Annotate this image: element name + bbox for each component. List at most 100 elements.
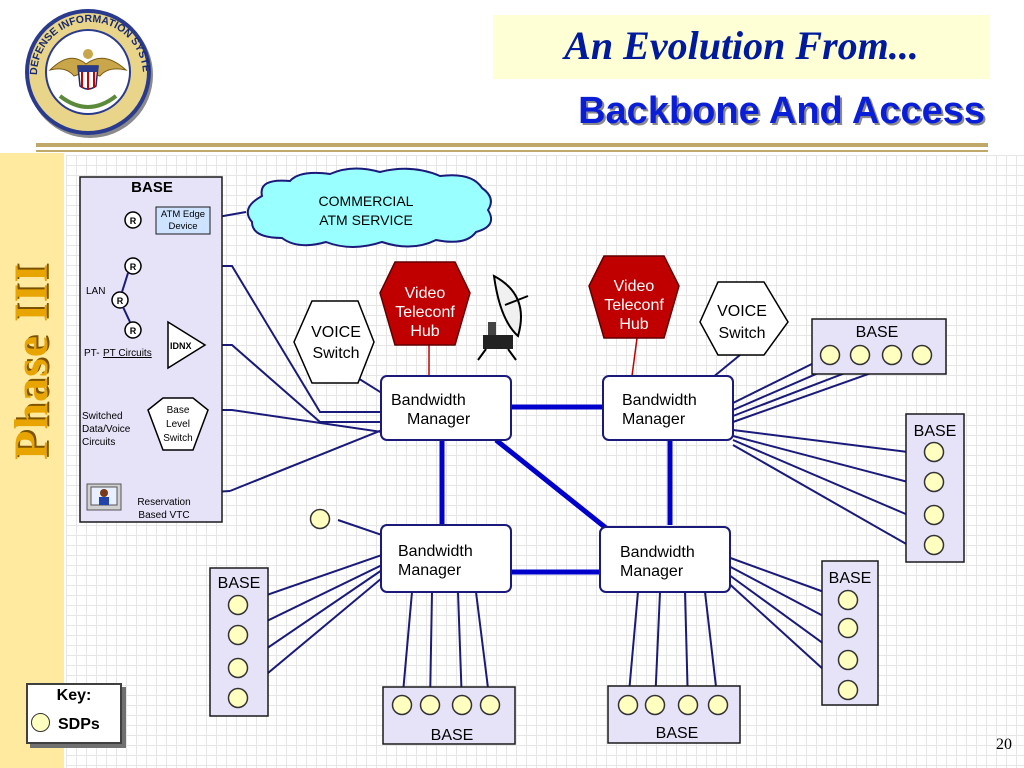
svg-text:Bandwidth: Bandwidth	[622, 392, 697, 409]
key-title: Key:	[56, 687, 92, 704]
commercial-atm-cloud: COMMERCIAL ATM SERVICE	[246, 167, 492, 248]
reservation-vtc-label-2: Based VTC	[138, 510, 189, 521]
switched-circuits-label-1: Switched	[82, 411, 123, 422]
video-conference-icon	[86, 483, 122, 511]
left-base-title: BASE	[131, 179, 173, 196]
bandwidth-manager-4: Bandwidth Manager	[599, 526, 731, 593]
sdp-circle-icon	[923, 471, 945, 493]
sdp-circle-icon	[837, 679, 859, 701]
sdp-circle-icon	[479, 694, 501, 716]
router-icon: R	[124, 321, 142, 339]
satellite-dish-icon	[477, 274, 529, 361]
video-teleconf-hub-right: Video Teleconf Hub	[588, 255, 680, 339]
atm-edge-device-label-1: ATM Edge	[161, 209, 205, 220]
base-level-switch-label-1: Base	[167, 405, 190, 416]
key-label: SDPs	[58, 716, 100, 733]
video-teleconf-hub-left: Video Teleconf Hub	[379, 261, 471, 346]
router-icon: R	[111, 291, 129, 309]
title-rule-top	[36, 143, 988, 147]
title-line-1: An Evolution From...	[564, 23, 919, 68]
voice-switch-right: VOICE Switch	[699, 281, 789, 356]
svg-text:BASE: BASE	[914, 423, 957, 440]
sdp-circle-icon	[911, 344, 933, 366]
sdp-circle-icon	[391, 694, 413, 716]
title-line-2: Backbone And Access	[578, 90, 985, 132]
sdp-circle-icon	[923, 504, 945, 526]
svg-text:Hub: Hub	[619, 316, 648, 333]
page-number: 20	[996, 736, 1012, 753]
sdp-circle-icon	[309, 508, 331, 530]
svg-text:Hub: Hub	[410, 323, 439, 340]
sdp-circle-icon	[837, 649, 859, 671]
svg-text:R: R	[117, 296, 124, 306]
bandwidth-manager-1: Bandwidth Manager	[380, 375, 512, 441]
bandwidth-manager-3: Bandwidth Manager	[380, 524, 512, 593]
sdp-circle-icon	[419, 694, 441, 716]
svg-text:Video: Video	[405, 285, 446, 302]
base-level-switch-label-3: Switch	[163, 433, 192, 444]
svg-text:Bandwidth: Bandwidth	[398, 543, 473, 560]
lan-label: LAN	[86, 286, 105, 297]
cloud-label-2: ATM SERVICE	[319, 212, 413, 228]
svg-text:R: R	[130, 326, 137, 336]
sdp-circle-icon	[227, 594, 249, 616]
svg-text:Manager: Manager	[407, 411, 471, 428]
sdp-circle-icon	[923, 534, 945, 556]
switched-circuits-label-3: Circuits	[82, 437, 115, 448]
switched-circuits-label-2: Data/Voice	[82, 424, 131, 435]
router-icon: R	[124, 211, 142, 229]
svg-text:BASE: BASE	[218, 575, 261, 592]
title-box	[493, 15, 990, 79]
sdp-circle-icon	[707, 694, 729, 716]
left-base: BASE ATM Edge Device R R R R LAN IDNX PT…	[79, 176, 223, 523]
svg-text:Switch: Switch	[718, 325, 765, 342]
sdp-circle-icon	[644, 694, 666, 716]
hub-link-right	[631, 337, 638, 377]
svg-text:Manager: Manager	[622, 411, 686, 428]
svg-text:BASE: BASE	[856, 324, 899, 341]
router-icon: R	[124, 257, 142, 275]
base-level-switch-label-2: Level	[166, 419, 190, 430]
sdp-circle-icon	[677, 694, 699, 716]
sdp-circle-icon	[227, 624, 249, 646]
svg-text:Bandwidth: Bandwidth	[391, 392, 466, 409]
sdp-circle-icon	[837, 589, 859, 611]
svg-text:Video: Video	[614, 278, 655, 295]
voice-switch-left: VOICE Switch	[293, 300, 375, 384]
title-rule-bottom	[36, 150, 988, 152]
sdp-circle-icon	[617, 694, 639, 716]
sdp-circle-icon	[881, 344, 903, 366]
svg-text:VOICE: VOICE	[717, 303, 767, 320]
idnx-node	[167, 320, 207, 370]
svg-text:Manager: Manager	[620, 563, 684, 580]
svg-text:BASE: BASE	[656, 725, 699, 742]
svg-text:R: R	[130, 262, 137, 272]
backbone-links	[439, 404, 673, 575]
sdp-circle-icon	[923, 441, 945, 463]
svg-text:R: R	[130, 216, 137, 226]
atm-edge-device-label-2: Device	[168, 221, 197, 232]
bandwidth-manager-2: Bandwidth Manager	[602, 375, 734, 441]
svg-text:VOICE: VOICE	[311, 324, 361, 341]
svg-text:Teleconf: Teleconf	[395, 304, 455, 321]
pt-prefix-label: PT-	[84, 348, 100, 359]
sdp-circle-icon	[31, 713, 50, 732]
idnx-label: IDNX	[170, 341, 192, 351]
svg-text:Manager: Manager	[398, 562, 462, 579]
sdp-circle-icon	[849, 344, 871, 366]
cloud-label-1: COMMERCIAL	[319, 193, 414, 209]
pt-circuits-label: PT Circuits	[103, 348, 152, 359]
base-level-switch	[147, 397, 209, 451]
svg-text:Bandwidth: Bandwidth	[620, 544, 695, 561]
sdp-circle-icon	[451, 694, 473, 716]
sdp-circle-icon	[227, 687, 249, 709]
sdp-circle-icon	[837, 617, 859, 639]
svg-text:BASE: BASE	[431, 727, 474, 744]
sidebar	[0, 153, 64, 768]
reservation-vtc-label-1: Reservation	[137, 497, 190, 508]
sdp-circle-icon	[227, 657, 249, 679]
svg-text:BASE: BASE	[829, 570, 872, 587]
defense-information-systems-agency-seal: DEFENSE INFORMATION SYSTEMS AGENCY	[0, 0, 153, 138]
sdp-circle-icon	[819, 344, 841, 366]
